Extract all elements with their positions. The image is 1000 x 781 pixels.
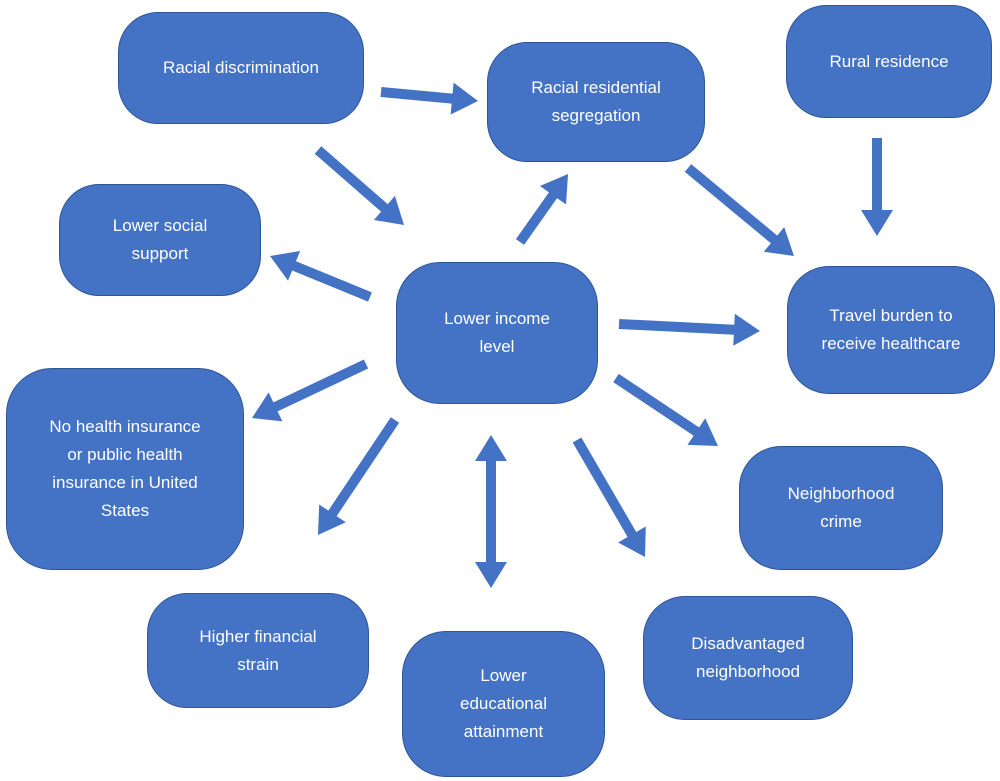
arrow-lower_income-to-neighborhood_crime — [613, 373, 718, 446]
node-racial-segregation: Racial residential segregation — [487, 42, 705, 162]
arrow-shaft — [515, 190, 559, 245]
node-no-health-insurance: No health insurance or public health ins… — [6, 368, 244, 570]
arrow-lower_income-to-travel_burden — [618, 313, 760, 346]
arrow-shaft — [613, 373, 702, 438]
arrow-lower_income-to-disadvantaged_neighborhood — [572, 437, 646, 557]
arrow-head — [539, 174, 568, 205]
arrow-head — [733, 313, 760, 346]
arrow-shaft — [380, 87, 456, 104]
arrow-shaft — [684, 164, 780, 245]
node-rural-residence: Rural residence — [786, 5, 992, 118]
arrow-head — [318, 504, 346, 535]
arrow-lower_income-to-lower_education — [475, 435, 507, 588]
arrow-head — [450, 82, 478, 115]
node-lower-social-support: Lower social support — [59, 184, 261, 296]
arrow-lower_income-to-higher_financial_strain — [318, 417, 400, 535]
arrow-head — [475, 435, 507, 461]
arrow-head — [763, 227, 794, 256]
arrow-head — [861, 210, 893, 236]
arrow-racial_segregation-to-travel_burden — [684, 164, 794, 256]
arrow-shaft — [326, 417, 400, 519]
arrow-head — [618, 526, 646, 557]
arrow-shaft — [271, 359, 369, 413]
node-travel-burden: Travel burden to receive healthcare — [787, 266, 995, 394]
arrow-shaft — [314, 146, 390, 214]
arrow-shaft — [618, 319, 737, 335]
arrow-lower_income-to-no_health_insurance — [252, 359, 369, 422]
arrow-lower_income-to-racial_segregation — [515, 174, 568, 245]
arrow-racial_discrimination-to-lower_income — [314, 146, 404, 225]
node-neighborhood-crime: Neighborhood crime — [739, 446, 943, 570]
arrow-head — [687, 418, 718, 446]
node-lower-income: Lower income level — [396, 262, 598, 404]
arrow-head — [270, 251, 301, 281]
node-racial-discrimination: Racial discrimination — [118, 12, 364, 124]
arrow-head — [373, 195, 404, 225]
arrow-racial_discrimination-to-racial_segregation — [380, 82, 478, 115]
arrow-head — [475, 562, 507, 588]
arrow-head — [252, 392, 283, 422]
arrow-shaft — [289, 260, 372, 302]
node-disadvantaged-neighborhood: Disadvantaged neighborhood — [643, 596, 853, 720]
arrow-shaft — [572, 437, 638, 540]
node-higher-financial-strain: Higher financial strain — [147, 593, 369, 708]
node-lower-education: Lower educational attainment — [402, 631, 605, 777]
arrow-rural_residence-to-travel_burden — [861, 138, 893, 236]
arrow-lower_income-to-lower_social_support — [270, 251, 372, 302]
